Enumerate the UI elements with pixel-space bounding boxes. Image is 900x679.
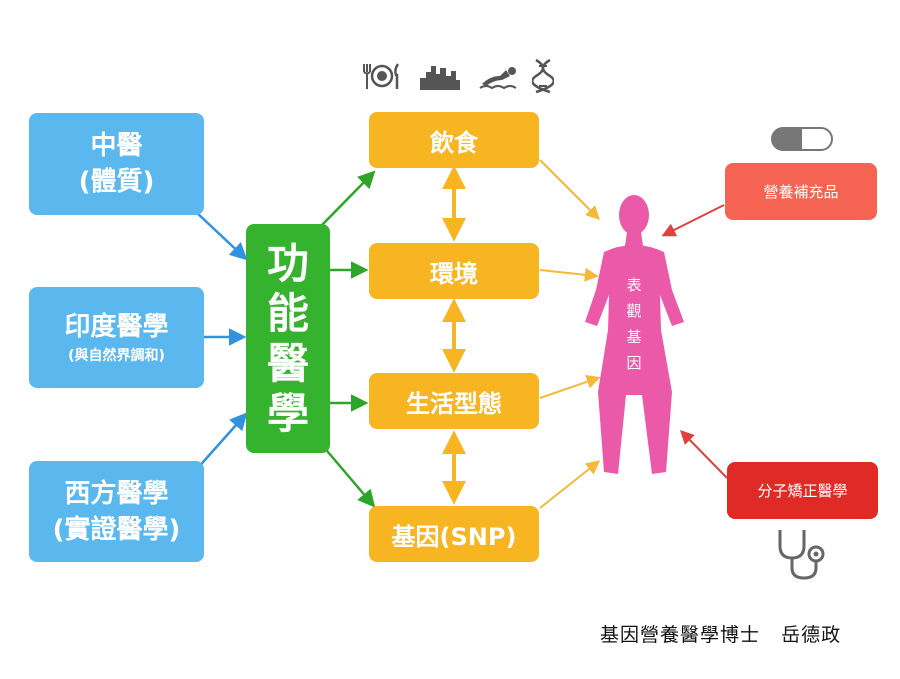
- dining-icon: [363, 63, 400, 89]
- functional-medicine-box: 功能醫學: [246, 224, 330, 453]
- footer-credit-name: 岳德政: [781, 624, 842, 646]
- arrow-functional-to-diet: [321, 170, 376, 226]
- factor-lifestyle: 生活型態: [369, 373, 539, 429]
- arrow-diet-to-figure: [539, 159, 600, 220]
- arrow-orthomolecular-to-figure: [680, 429, 728, 479]
- factor-genes-label: 基因(SNP): [391, 522, 517, 551]
- arrow-environment-to-figure: [539, 267, 599, 282]
- human-figure-icon: [585, 195, 684, 474]
- dna-icon: [532, 58, 554, 94]
- arrow-tcm-to-functional: [195, 211, 248, 261]
- stethoscope-icon: [778, 530, 825, 580]
- arrow-functional-to-genes: [321, 444, 376, 508]
- factor-lifestyle-label: 生活型態: [406, 389, 502, 418]
- functional-medicine-label: 功能醫學: [266, 238, 309, 438]
- supplements-label: 營養補充品: [763, 183, 839, 201]
- factor-environment: 環境: [369, 243, 539, 299]
- ayurveda-title: 印度醫學: [64, 311, 169, 342]
- tcm-subtitle: (體質): [78, 167, 155, 197]
- capsule-icon: [771, 127, 833, 151]
- arrow-supplements-to-figure: [661, 204, 725, 237]
- arrow-genes-to-figure: [539, 460, 601, 509]
- western-medicine-title: 西方醫學: [64, 478, 169, 509]
- city-skyline-icon: [420, 66, 460, 90]
- footer-credit-title: 基因營養醫學博士: [600, 624, 761, 646]
- orthomolecular-label: 分子矯正醫學: [757, 482, 848, 500]
- western-medicine-subtitle: (實證醫學): [52, 514, 181, 545]
- supplements-box: 營養補充品: [725, 163, 877, 220]
- arrow-western-to-functional: [195, 412, 248, 471]
- orthomolecular-box: 分子矯正醫學: [727, 462, 878, 519]
- factor-diet: 飲食: [369, 112, 539, 168]
- epigenetics-label: 表觀基因: [624, 272, 644, 376]
- tcm-title: 中醫: [90, 131, 143, 161]
- factor-diet-label: 飲食: [430, 128, 478, 157]
- factor-genes: 基因(SNP): [369, 506, 539, 562]
- western-medicine-box: 西方醫學 (實證醫學): [29, 461, 204, 562]
- footer-credit: 基因營養醫學博士 岳德政: [600, 620, 841, 647]
- arrow-lifestyle-to-figure: [539, 375, 601, 399]
- swimmer-icon: [479, 67, 517, 90]
- ayurveda-box: 印度醫學 (與自然界調和): [29, 287, 204, 388]
- epigenetics-label-text: 表觀基因: [626, 276, 642, 372]
- ayurveda-subtitle: (與自然界調和): [68, 347, 165, 364]
- factor-environment-label: 環境: [430, 259, 478, 288]
- tcm-box: 中醫 (體質): [29, 113, 204, 215]
